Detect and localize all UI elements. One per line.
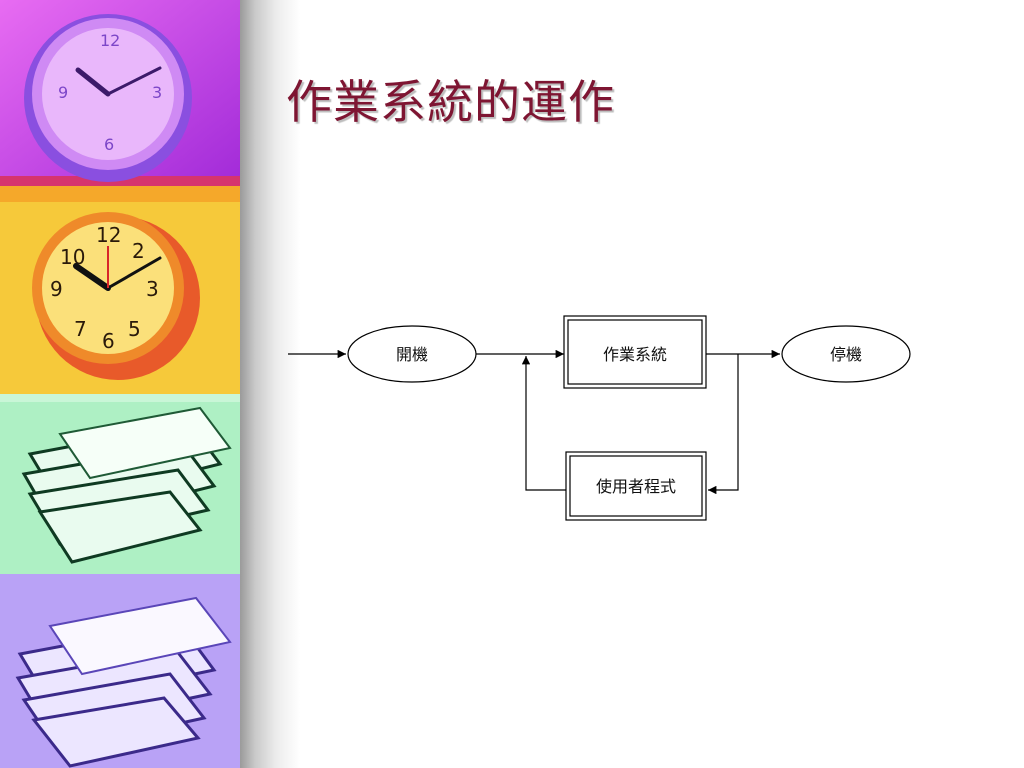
clock-icon: 12 3 6 9 2 10 7 5: [0, 186, 240, 394]
paper-stack-icon: [0, 394, 240, 574]
svg-text:6: 6: [104, 135, 114, 154]
user-program-node-label: 使用者程式: [596, 477, 676, 496]
sidebar-shadow: [240, 0, 300, 768]
svg-text:2: 2: [132, 239, 145, 263]
svg-text:12: 12: [96, 223, 121, 247]
boot-node: 開機: [347, 325, 477, 383]
svg-text:3: 3: [152, 83, 162, 102]
svg-text:12: 12: [100, 31, 120, 50]
svg-text:10: 10: [60, 245, 85, 269]
svg-text:5: 5: [128, 317, 141, 341]
user-program-node: 使用者程式: [565, 451, 707, 521]
magenta-clock-image: 12 3 6 9: [0, 0, 240, 186]
svg-text:6: 6: [102, 329, 115, 353]
user-program-to-os-arrow: [521, 356, 566, 491]
os-to-user-program-arrow: [708, 354, 739, 495]
os-node: 作業系統: [563, 315, 707, 389]
purple-papers-image: [0, 574, 240, 768]
paper-stack-icon: [0, 574, 240, 768]
os-node-label: 作業系統: [603, 345, 667, 364]
svg-text:9: 9: [58, 83, 68, 102]
slide-title: 作業系統的運作: [286, 75, 615, 129]
shutdown-node-label: 停機: [830, 345, 862, 364]
svg-text:9: 9: [50, 277, 63, 301]
sidebar-image-strip: 12 3 6 9 12 3 6 9 2 10 7 5: [0, 0, 240, 768]
shutdown-node: 停機: [781, 325, 911, 383]
svg-text:3: 3: [146, 277, 159, 301]
os-operation-flow-diagram: 開機 作業系統 停機 使用者程式: [288, 315, 911, 521]
boot-node-label: 開機: [396, 345, 428, 364]
clock-icon: 12 3 6 9: [0, 0, 240, 186]
green-papers-image: [0, 394, 240, 574]
svg-text:7: 7: [74, 317, 87, 341]
yellow-clock-image: 12 3 6 9 2 10 7 5: [0, 186, 240, 394]
